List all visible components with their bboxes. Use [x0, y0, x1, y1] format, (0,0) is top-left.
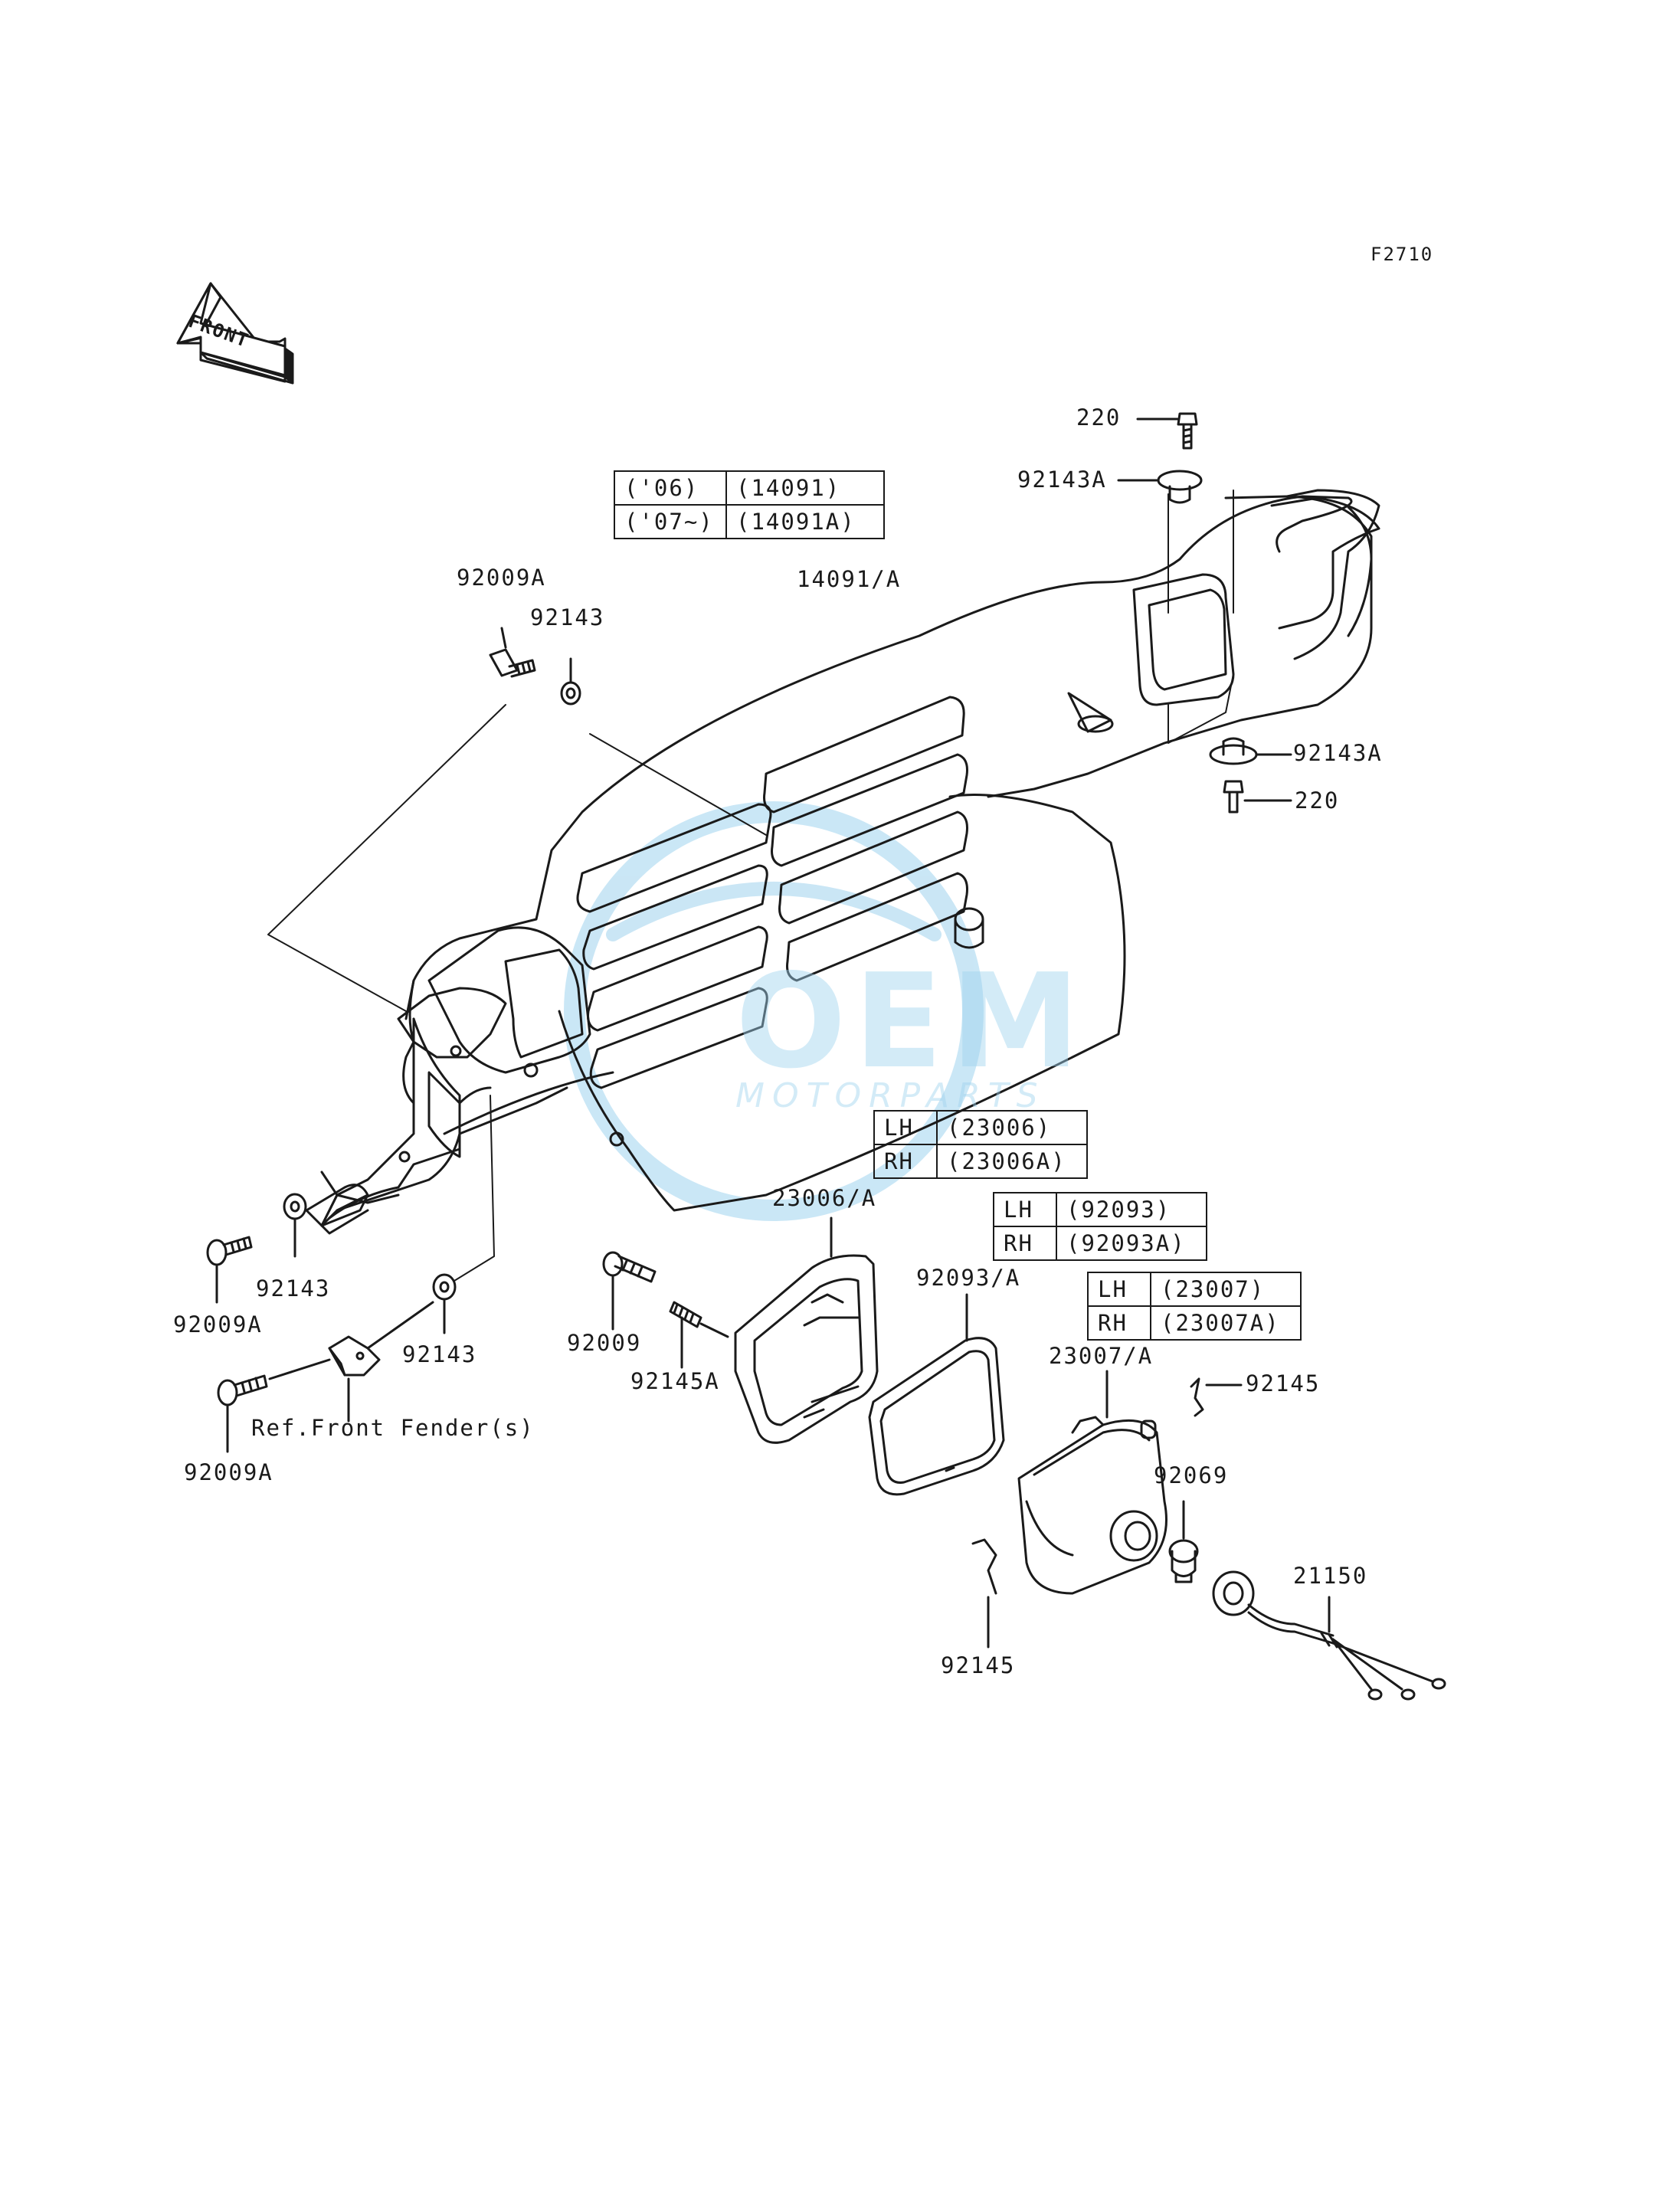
table-row: LH (92093): [993, 1192, 1207, 1227]
bracket-ref-fender-icon: [328, 1335, 381, 1377]
clip-92145-right-icon: [1190, 1377, 1204, 1417]
table-cell-part: (92093): [1056, 1192, 1207, 1227]
part-label-92143-mid: 92143: [402, 1341, 477, 1367]
grommet-92143-left-icon: [283, 1193, 307, 1220]
ref-front-fender-label: Ref.Front Fender(s): [251, 1415, 535, 1441]
bolt-92009A-bottom-icon: [217, 1374, 268, 1406]
watermark-brand: OEM: [735, 946, 1088, 1098]
part-label-92093A: 92093/A: [916, 1265, 1021, 1291]
table-cell-part: (23007): [1150, 1272, 1302, 1307]
table-row: ('07~) (14091A): [614, 504, 885, 539]
part-label-92145-right: 92145: [1246, 1370, 1321, 1396]
table-cell-year: ('07~): [614, 504, 727, 539]
table-row: RH (23007A): [1087, 1305, 1302, 1341]
table-cell-part: (14091A): [725, 504, 885, 539]
headlamp-table: LH (23007) RH (23007A): [1087, 1272, 1302, 1341]
table-row: LH (23006): [873, 1110, 1088, 1145]
part-label-23007A: 23007/A: [1049, 1343, 1154, 1369]
part-label-92009A-bottom: 92009A: [184, 1459, 273, 1485]
gasket-92093-icon: [868, 1337, 1005, 1496]
table-cell-side: RH: [993, 1226, 1057, 1261]
part-label-92143-left: 92143: [256, 1275, 331, 1302]
headlight-cover-body: [305, 489, 1380, 1235]
table-cell-side: LH: [993, 1192, 1057, 1227]
table-cell-side: LH: [1087, 1272, 1151, 1307]
part-label-21150: 21150: [1293, 1563, 1368, 1589]
table-row: RH (23006A): [873, 1144, 1088, 1179]
table-row: ('06) (14091): [614, 470, 885, 506]
part-label-92143A-right: 92143A: [1293, 740, 1383, 766]
part-label-92009: 92009: [567, 1330, 642, 1356]
part-label-92009A-top: 92009A: [457, 565, 546, 591]
table-cell-side: LH: [873, 1110, 938, 1145]
figure-code: F2710: [1371, 244, 1434, 265]
part-label-23006A: 23006/A: [772, 1185, 877, 1211]
part-label-14091A: 14091/A: [797, 566, 902, 592]
grommet-92143-top-icon: [560, 681, 581, 706]
cover-version-table: ('06) (14091) ('07~) (14091A): [614, 470, 885, 539]
bolt-92009A-top-icon: [489, 648, 536, 678]
grommet-92143A-top-icon: [1157, 470, 1203, 504]
part-label-220-right: 220: [1295, 787, 1340, 814]
watermark-sub: MOTORPARTS: [735, 1076, 1046, 1115]
spring-nut-92145A-icon: [669, 1301, 702, 1328]
table-cell-part: (14091): [725, 470, 885, 506]
part-label-92143-top: 92143: [530, 604, 605, 630]
lens-frame-table: LH (23006) RH (23006A): [873, 1110, 1088, 1179]
grommet-92143-mid-icon: [432, 1273, 457, 1301]
lens-frame-23006-icon: [734, 1254, 879, 1444]
part-label-92145A: 92145A: [630, 1368, 720, 1394]
part-label-92069: 92069: [1154, 1462, 1229, 1488]
screw-220-right-icon: [1223, 780, 1244, 814]
table-row: RH (92093A): [993, 1226, 1207, 1261]
bulb-92069-icon: [1168, 1539, 1199, 1583]
clip-92145-bottom-icon: [971, 1538, 997, 1595]
bolt-92009-icon: [602, 1251, 657, 1283]
part-label-92145-bottom: 92145: [941, 1652, 1016, 1678]
assembly-leader-lines: [267, 489, 1234, 1288]
bolt-92009A-left-icon: [206, 1236, 253, 1266]
headlamp-unit-23007-icon: [1017, 1416, 1167, 1595]
front-arrow-icon: [176, 282, 294, 385]
table-cell-part: (23007A): [1150, 1305, 1302, 1341]
table-cell-side: RH: [873, 1144, 938, 1179]
leader-bracket: [366, 1301, 434, 1350]
leader-92009A-top: [500, 627, 507, 649]
table-row: LH (23007): [1087, 1272, 1302, 1307]
socket-harness-21150-icon: [1212, 1570, 1446, 1701]
leader-92145A-to-frame: [699, 1322, 729, 1338]
gasket-table: LH (92093) RH (92093A): [993, 1192, 1207, 1261]
grommet-92143A-right-icon: [1209, 737, 1258, 765]
table-cell-side: RH: [1087, 1305, 1151, 1341]
part-label-220-top: 220: [1076, 404, 1122, 431]
table-cell-year: ('06): [614, 470, 727, 506]
table-cell-part: (23006): [936, 1110, 1088, 1145]
part-label-92009A-left: 92009A: [173, 1311, 263, 1338]
screw-220-top-icon: [1177, 412, 1198, 450]
table-cell-part: (23006A): [936, 1144, 1088, 1179]
part-label-92143A-top: 92143A: [1017, 467, 1107, 493]
table-cell-part: (92093A): [1056, 1226, 1207, 1261]
leader-92009A-to-bracket: [268, 1358, 331, 1380]
